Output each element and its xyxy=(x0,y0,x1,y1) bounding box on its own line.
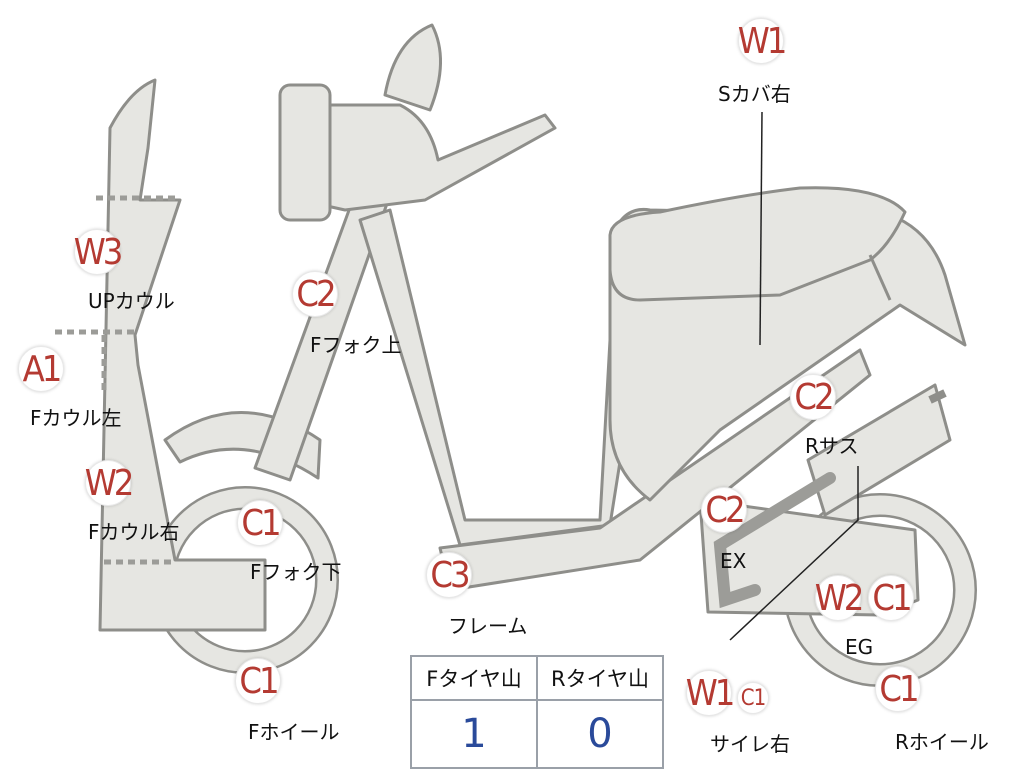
front-tire-value: 1 xyxy=(410,699,538,769)
engine-label: EG xyxy=(845,635,874,659)
s-cover-right-code: W1 xyxy=(738,18,787,64)
f-wheel-code: C1 xyxy=(235,658,281,704)
f-fork-lower-code: C1 xyxy=(237,500,283,546)
s-cover-right-label: Sカバ右 xyxy=(718,82,791,106)
muffler-right-label: サイレ右 xyxy=(710,732,790,756)
exhaust-pipe-shape xyxy=(713,472,836,609)
r-suspension-code: C2 xyxy=(790,374,836,420)
tire-table-value-row: 1 0 xyxy=(410,699,664,769)
f-cowl-left-label: Fカウル左 xyxy=(30,406,122,430)
r-suspension-label: Rサス xyxy=(805,434,859,458)
tire-table-header-row: Fタイヤ山 Rタイヤ山 xyxy=(410,655,664,701)
frame-label: フレーム xyxy=(448,614,528,638)
handlebar-shape xyxy=(298,103,557,212)
muffler-right-code-2: C1 xyxy=(737,682,769,714)
front-tire-header: Fタイヤ山 xyxy=(410,655,538,701)
rear-suspension-shape xyxy=(806,383,952,517)
engine-code-1: W2 xyxy=(815,575,864,621)
f-fork-upper-label: Fフォク上 xyxy=(310,333,402,357)
rear-tire-header: Rタイヤ山 xyxy=(536,655,664,701)
f-fork-lower-label: Fフォク下 xyxy=(250,560,342,584)
r-wheel-code: C1 xyxy=(875,666,921,712)
r-wheel-label: Rホイール xyxy=(895,730,989,754)
f-cowl-right-label: Fカウル右 xyxy=(88,520,180,544)
exhaust-label: EX xyxy=(720,549,747,573)
tire-tread-table: Fタイヤ山 Rタイヤ山 1 0 xyxy=(410,655,664,769)
mirror-shape xyxy=(383,23,442,112)
exhaust-code: C2 xyxy=(701,487,747,533)
muffler-right-code-1: W1 xyxy=(686,670,735,716)
headlight-shape xyxy=(278,83,332,222)
f-wheel-label: Fホイール xyxy=(248,720,340,744)
frame-code: C3 xyxy=(426,552,472,598)
f-fork-upper-code: C2 xyxy=(292,271,338,317)
up-cowl-label: UPカウル xyxy=(88,289,175,313)
front-cowl-shape xyxy=(98,78,267,632)
rear-tire-value: 0 xyxy=(536,699,664,769)
f-cowl-left-code: A1 xyxy=(18,346,64,392)
seat-shape xyxy=(608,186,907,302)
frame-shape xyxy=(358,208,642,547)
engine-code-2: C1 xyxy=(868,575,914,621)
f-cowl-right-code: W2 xyxy=(85,460,134,506)
up-cowl-code: W3 xyxy=(74,229,123,275)
